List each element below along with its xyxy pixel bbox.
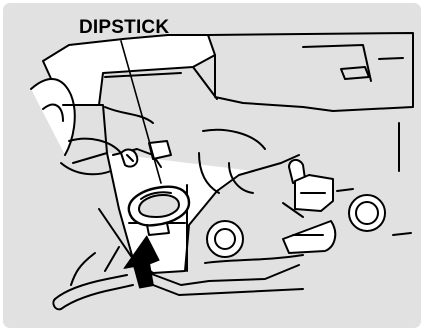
engine-cover: [43, 33, 413, 111]
illustration-panel: DIPSTICK: [3, 3, 421, 328]
dipstick-label: DIPSTICK: [79, 18, 169, 37]
right-components: [205, 123, 411, 263]
engine-line-drawing: [3, 3, 421, 328]
